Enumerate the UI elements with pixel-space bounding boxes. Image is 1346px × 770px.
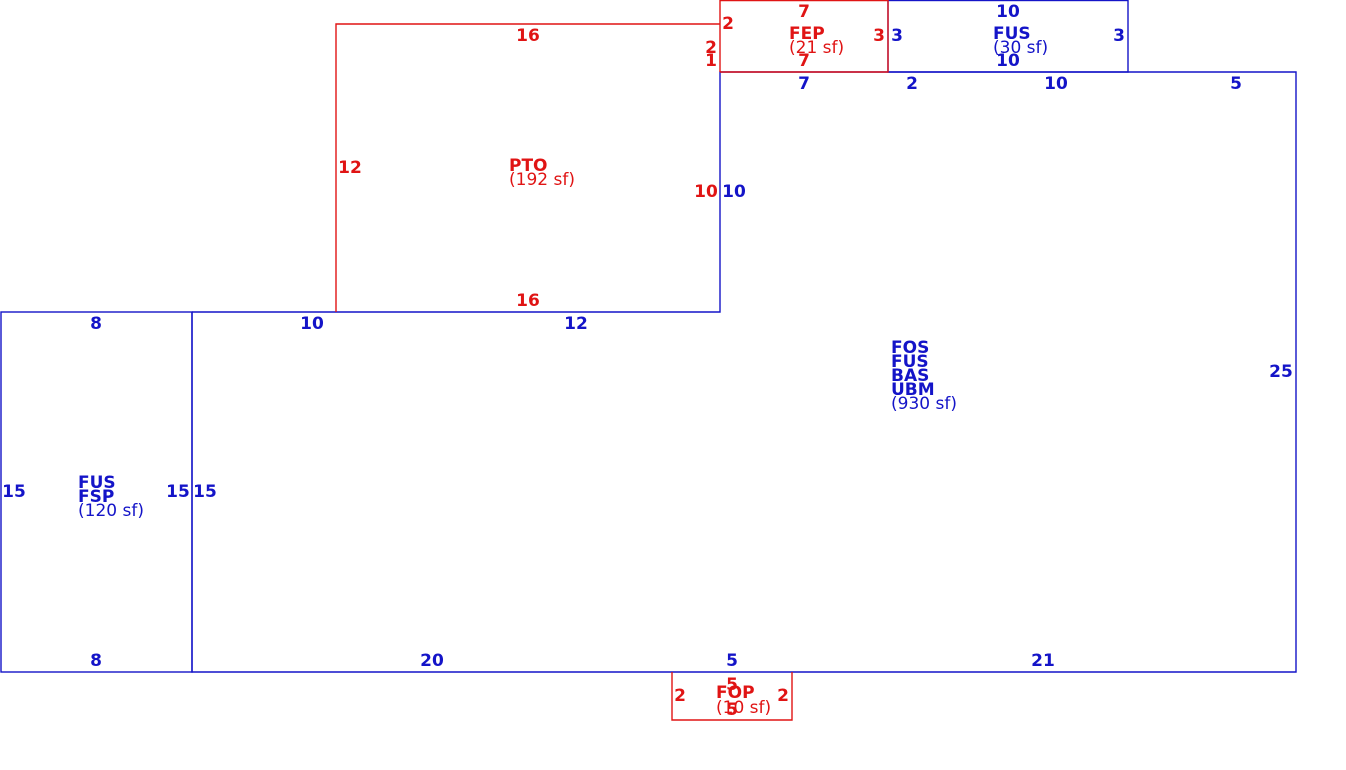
area-code: FUS <box>891 352 929 372</box>
dimension-label: 2 <box>705 38 717 58</box>
patio-label: PTO (192 sf) <box>509 156 575 190</box>
dimension-label: 7 <box>798 51 810 71</box>
left-wing-outline <box>0 311 193 673</box>
area-size: (21 sf) <box>789 38 844 58</box>
dimension-label: 1 <box>705 51 717 71</box>
area-code: FOS <box>891 338 929 358</box>
patio-outline <box>335 23 720 312</box>
enclosed-porch-outline <box>719 0 889 73</box>
dimension-label: 5 <box>726 700 738 720</box>
open-porch-outline <box>671 672 793 721</box>
area-size: (30 sf) <box>993 38 1048 58</box>
dimension-label: 8 <box>90 651 102 671</box>
dimension-label: 10 <box>694 182 718 202</box>
main-house-label: FOS FUS BAS UBM (930 sf) <box>891 338 957 414</box>
dimension-label: 16 <box>516 26 540 46</box>
area-size: (120 sf) <box>78 501 144 521</box>
dimension-label: 21 <box>1031 651 1055 671</box>
dimension-label: 7 <box>798 2 810 22</box>
dimension-label: 2 <box>906 74 918 94</box>
dimension-label: 10 <box>300 314 324 334</box>
area-code: FSP <box>78 487 114 507</box>
dimension-label: 10 <box>1044 74 1068 94</box>
area-code: FEP <box>789 24 825 44</box>
dimension-label: 25 <box>1269 362 1293 382</box>
dimension-label: 10 <box>722 182 746 202</box>
dimension-label: 5 <box>726 675 738 695</box>
dimension-label: 20 <box>420 651 444 671</box>
dimension-label: 5 <box>726 651 738 671</box>
dimension-label: 3 <box>1113 26 1125 46</box>
area-code: FOP <box>716 683 755 703</box>
dimension-label: 8 <box>90 314 102 334</box>
area-code: FUS <box>993 24 1031 44</box>
dimension-label: 2 <box>674 686 686 706</box>
dimension-label: 3 <box>891 26 903 46</box>
dimension-label: 10 <box>996 2 1020 22</box>
upper-addition-label: FUS (30 sf) <box>993 24 1048 58</box>
dimension-label: 7 <box>798 74 810 94</box>
area-code: FUS <box>78 473 116 493</box>
dimension-label: 15 <box>193 482 217 502</box>
area-code: BAS <box>891 366 929 386</box>
area-size: (930 sf) <box>891 394 957 414</box>
dimension-label: 2 <box>777 686 789 706</box>
enclosed-porch-label: FEP (21 sf) <box>789 24 844 58</box>
dimension-label: 15 <box>166 482 190 502</box>
dimension-label: 10 <box>996 51 1020 71</box>
area-size: (192 sf) <box>509 170 575 190</box>
dimension-label: 16 <box>516 291 540 311</box>
left-wing-label: FUS FSP (120 sf) <box>78 473 144 521</box>
area-code: UBM <box>891 380 935 400</box>
dimension-label: 15 <box>2 482 26 502</box>
dimension-label: 12 <box>564 314 588 334</box>
dimension-label: 5 <box>1230 74 1242 94</box>
area-size: (10 sf) <box>716 698 771 718</box>
open-porch-label: FOP (10 sf) <box>716 683 771 718</box>
dimension-label: 3 <box>873 26 885 46</box>
area-code: PTO <box>509 156 548 176</box>
dimension-label: 12 <box>338 158 362 178</box>
main-dimensions: 10 12 7 2 10 5 25 20 5 21 15 10 8 8 15 1… <box>2 2 1293 671</box>
dimension-label: 2 <box>722 14 734 34</box>
sub-dimensions: 16 16 12 10 2 1 7 7 2 3 5 5 2 2 <box>338 2 885 720</box>
